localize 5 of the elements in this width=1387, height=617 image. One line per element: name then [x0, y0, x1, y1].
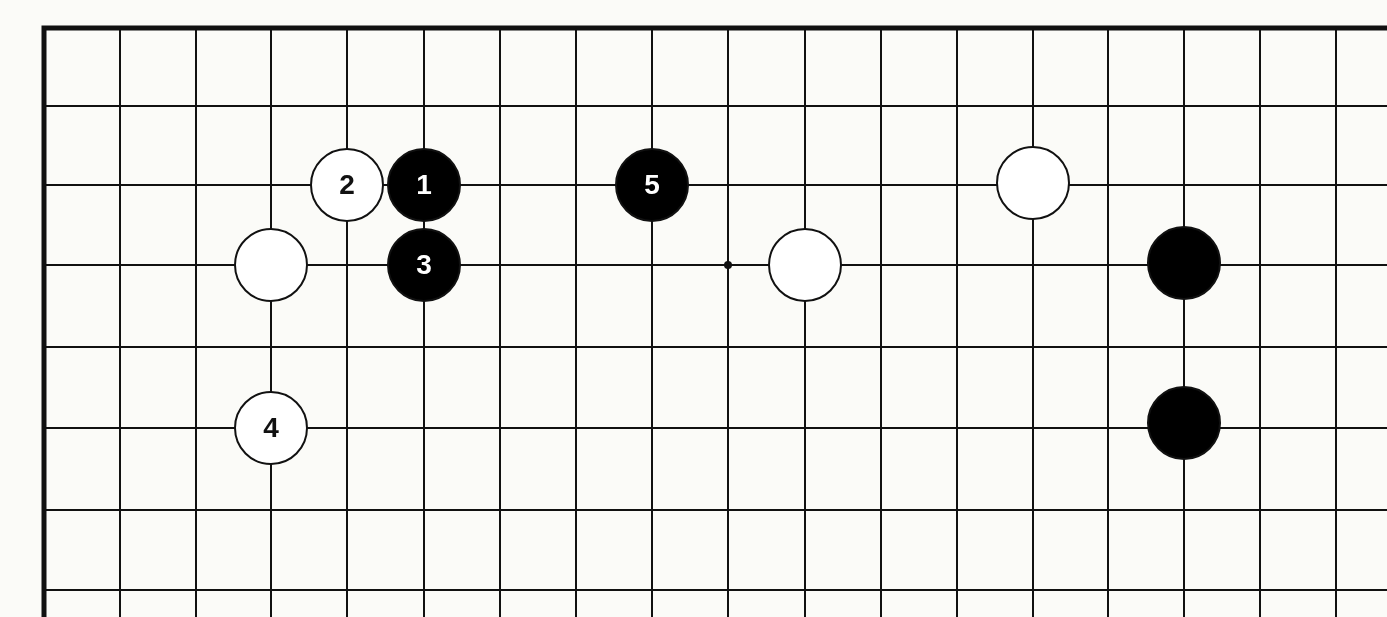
move-number: 5 [644, 171, 660, 199]
move-number: 2 [339, 171, 355, 199]
move-number: 4 [263, 414, 279, 442]
move-number: 1 [416, 171, 432, 199]
move-number: 3 [416, 251, 432, 279]
